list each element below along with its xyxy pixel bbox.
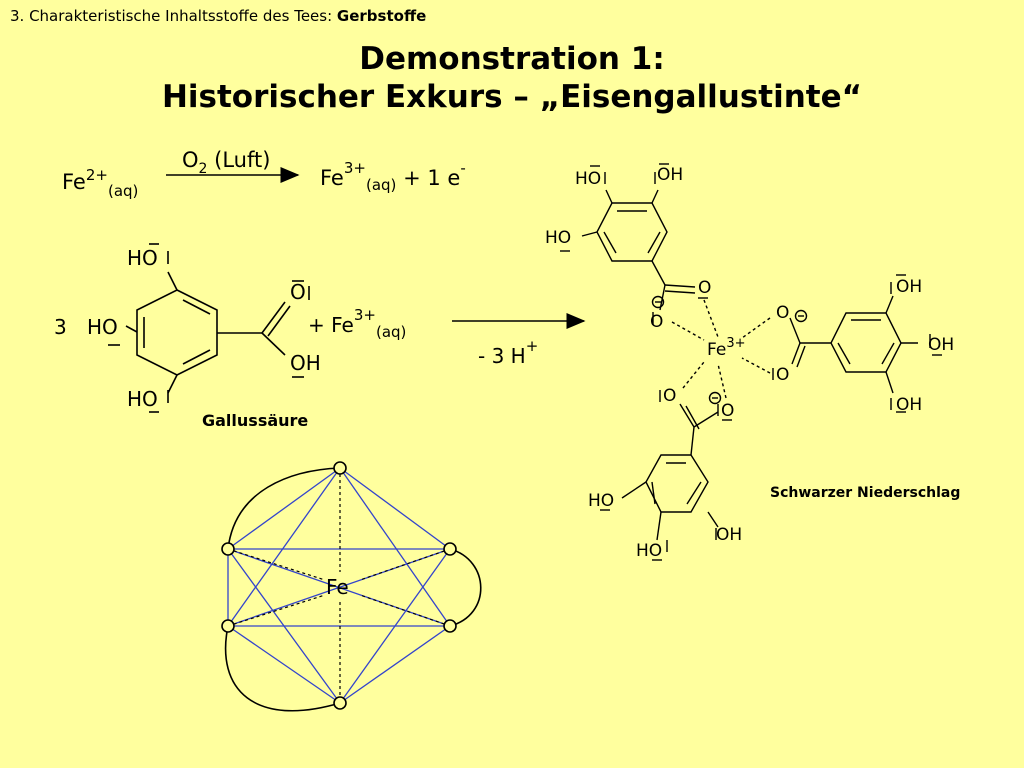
title-line-2: Historischer Exkurs – „Eisengallustinte“ [161, 79, 863, 115]
complex-o-4: O [776, 365, 789, 385]
gallic-carbonyl-o: O [290, 280, 306, 304]
gallic-ho-bottom: HO [127, 387, 158, 411]
complexation-reaction: + Fe3+(aq) - 3 H+ [308, 306, 586, 368]
complex-oh-1: OH [657, 165, 683, 185]
gallic-acid-molecule [108, 243, 310, 413]
complex-oh-4: OH [896, 395, 922, 415]
complex-ho-4: HO [636, 541, 662, 561]
complex-o-1: O [698, 278, 711, 298]
octahedron-fe-center: Fe [326, 575, 349, 599]
slide-title: Demonstration 1: Historischer Exkurs – „… [0, 40, 1024, 116]
octa-vertex-lower-right [443, 619, 457, 633]
complex-ho-1: HO [575, 169, 601, 189]
gallic-acid-name: Gallussäure [202, 411, 308, 430]
octa-vertex-upper-left [221, 542, 235, 556]
octa-vertex-top [333, 461, 347, 475]
complex-oh-3: OH [928, 335, 954, 355]
gallic-acid-oh: OH [290, 351, 321, 375]
benzene-ring [136, 289, 218, 376]
complex-oh-5: OH [716, 525, 742, 545]
octa-vertex-lower-left [221, 619, 235, 633]
proton-byproduct: - 3 H+ [478, 337, 538, 368]
reactant-fe: Fe2+(aq) [62, 166, 138, 200]
complex-o-3: O [776, 303, 789, 323]
complex-iron-center: Fe3+ [707, 336, 745, 360]
complex-ho-2: HO [545, 228, 571, 248]
slide-header: 3. Charakteristische Inhaltsstoffe des T… [10, 7, 426, 25]
gallic-ho-top: HO [127, 246, 158, 270]
gallic-acid-labels: HO HO HO O OH 3 Gallussäure [54, 246, 321, 430]
complex-o-5: O [663, 386, 676, 406]
octa-vertex-bottom [333, 696, 347, 710]
complex-o-6: O [721, 401, 734, 421]
header-prefix: 3. Charakteristische Inhaltsstoffe des T… [10, 7, 337, 25]
iron-gallate-complex [560, 163, 942, 561]
oxidation-reaction: Fe2+(aq) O2 (Luft) Fe3+(aq) + 1 e- [62, 148, 466, 200]
complex-oh-2: OH [896, 277, 922, 297]
condition-oxygen: O2 (Luft) [182, 148, 270, 177]
octahedral-coordination [221, 461, 482, 712]
gallic-ho-middle: HO [87, 315, 118, 339]
complex-ho-3: HO [588, 491, 614, 511]
title-line-1: Demonstration 1: [359, 41, 665, 77]
complex-o-2: O [650, 312, 663, 332]
plus-fe3: + Fe3+(aq) [308, 306, 406, 341]
octa-vertex-upper-right [443, 542, 457, 556]
stoichiometric-coefficient: 3 [54, 315, 67, 339]
complex-labels: HO OH HO O O Fe3+ O O OH OH OH O O HO OH… [545, 165, 960, 561]
product-fe3: Fe3+(aq) + 1 e- [320, 159, 466, 194]
header-topic: Gerbstoffe [336, 7, 427, 25]
precipitate-label: Schwarzer Niederschlag [770, 485, 960, 501]
